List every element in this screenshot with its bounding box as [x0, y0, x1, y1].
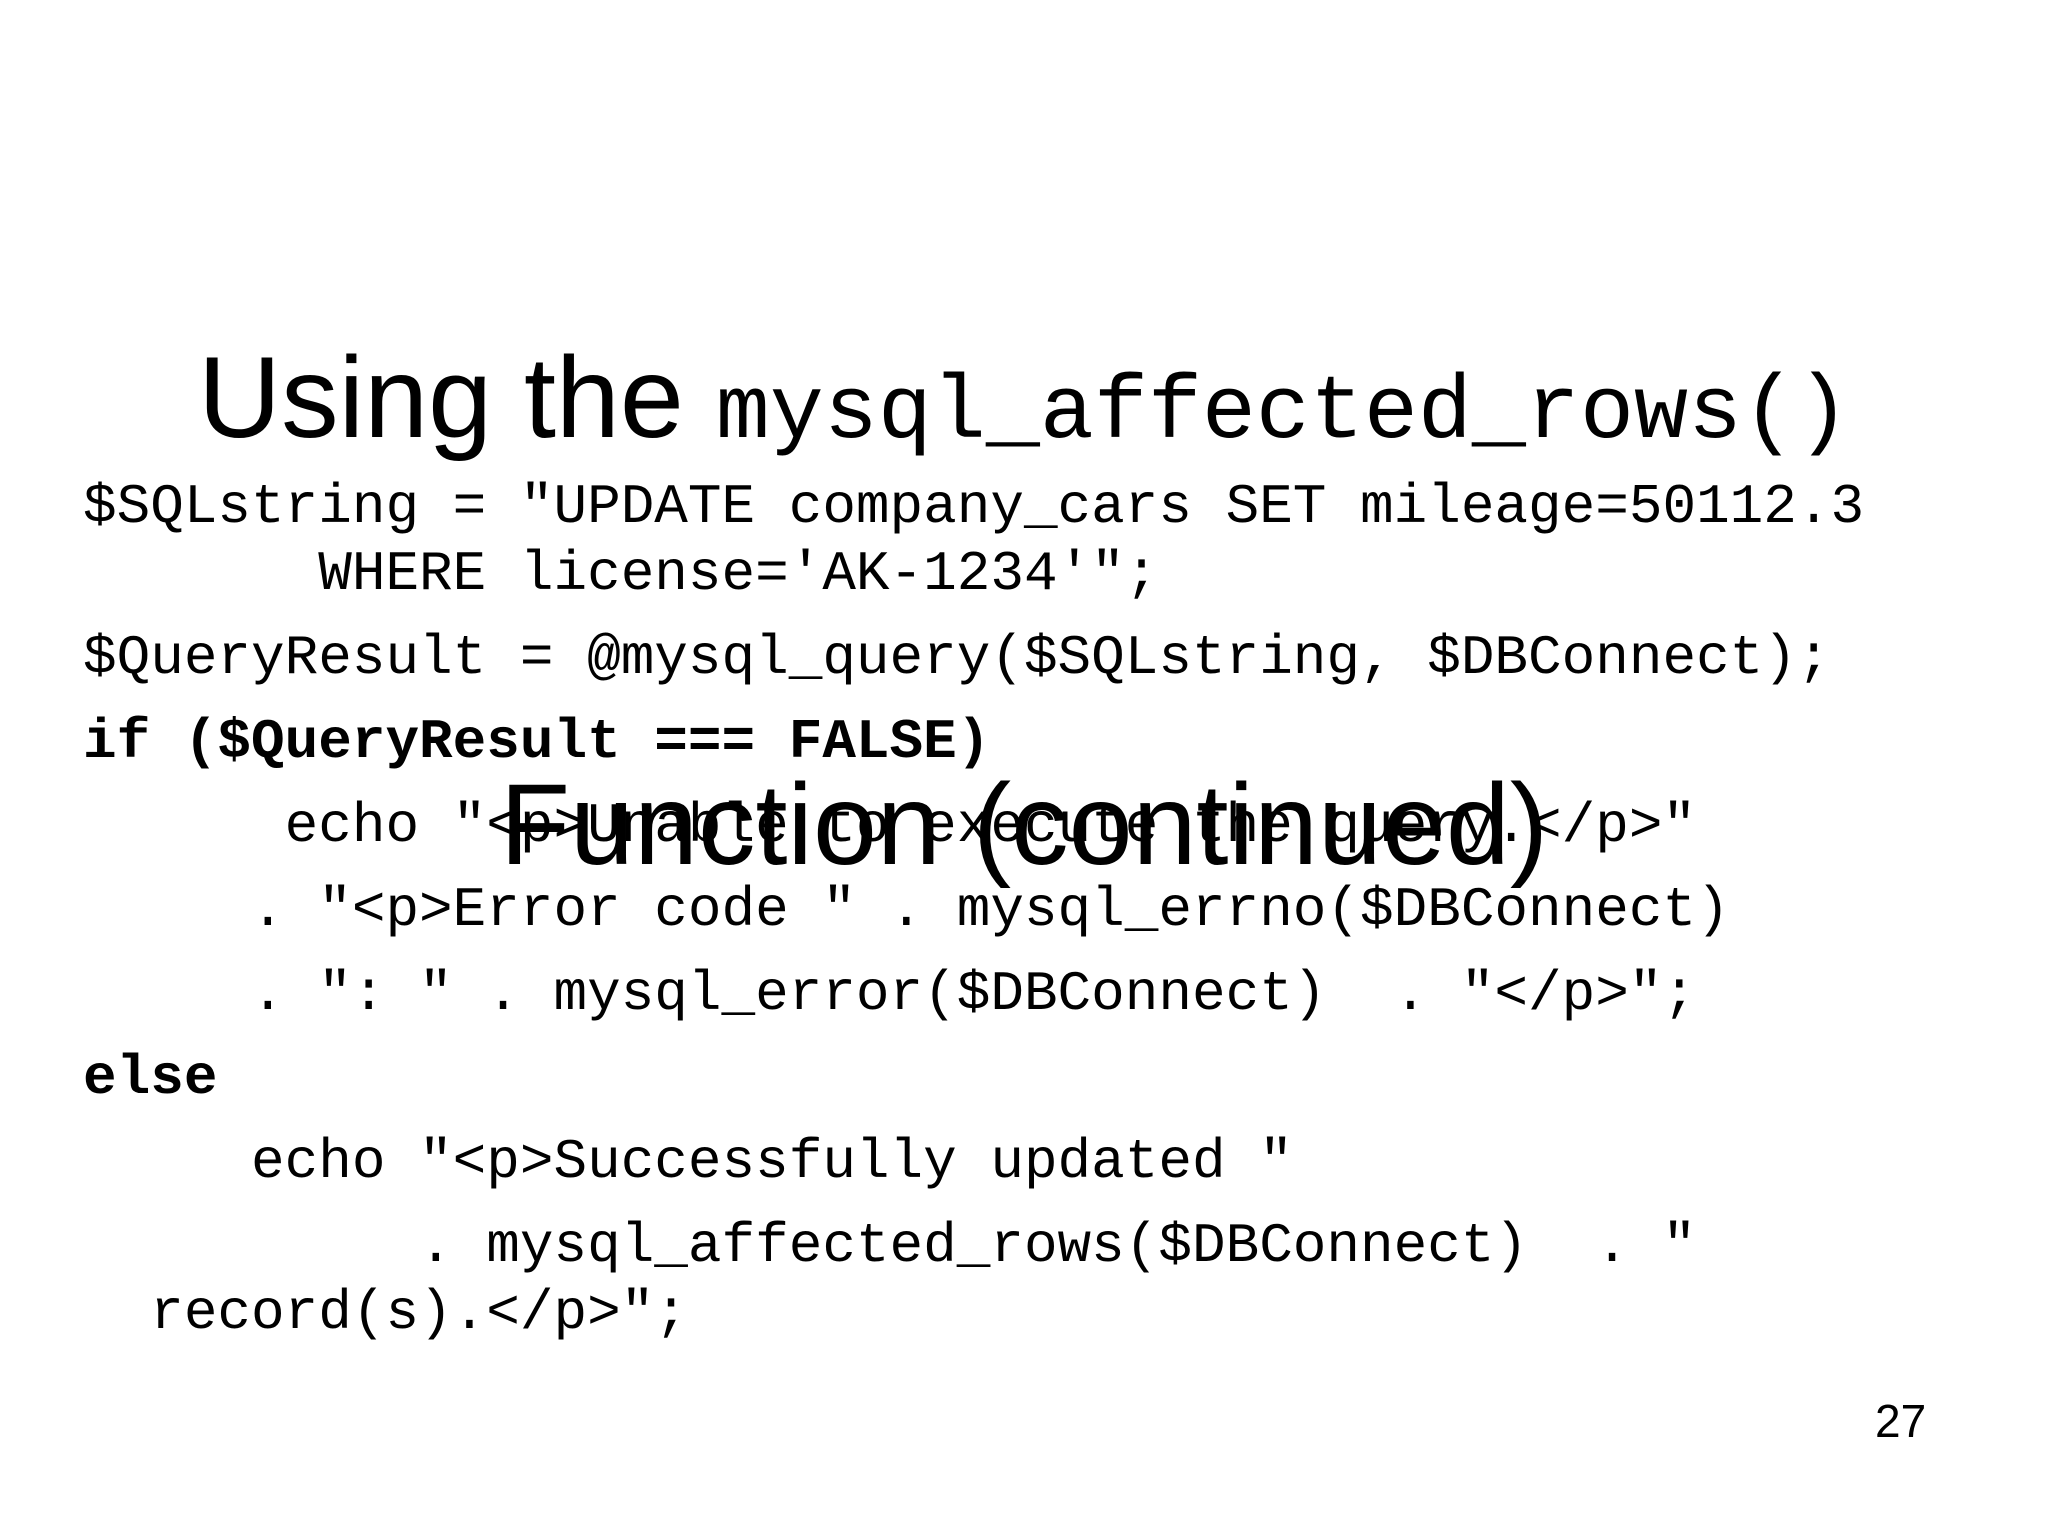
code-block: $SQLstring = "UPDATE company_cars SET mi…: [83, 474, 1864, 1347]
code-line: if ($QueryResult === FALSE): [83, 710, 991, 774]
title-line-2: Function (continued): [0, 757, 2048, 894]
page-title: Using the mysql_affected_rows() Function…: [0, 56, 2048, 1168]
code-line: $SQLstring = "UPDATE company_cars SET mi…: [83, 475, 1865, 539]
code-line: . "<p>Error code " . mysql_errno($DBConn…: [83, 878, 1730, 942]
code-line: WHERE license='AK-1234'";: [83, 542, 1159, 606]
code-line: $QueryResult = @mysql_query($SQLstring, …: [83, 626, 1831, 690]
title-line-1: Using the mysql_affected_rows(): [0, 330, 2048, 483]
title-text-line2: Function (continued): [499, 761, 1549, 889]
code-line: else: [83, 1046, 218, 1110]
code-line: record(s).</p>";: [83, 1281, 688, 1345]
code-line: echo "<p>Successfully updated ": [83, 1130, 1293, 1194]
code-line: echo "<p>Unable to execute the query.</p…: [83, 794, 1697, 858]
title-text-sans: Using the: [198, 334, 716, 462]
page-number: 27: [1875, 1395, 1927, 1447]
title-text-mono: mysql_affected_rows(): [715, 363, 1850, 465]
code-line: . mysql_affected_rows($DBConnect) . ": [83, 1214, 1697, 1278]
code-line: . ": " . mysql_error($DBConnect) . "</p>…: [83, 962, 1697, 1026]
